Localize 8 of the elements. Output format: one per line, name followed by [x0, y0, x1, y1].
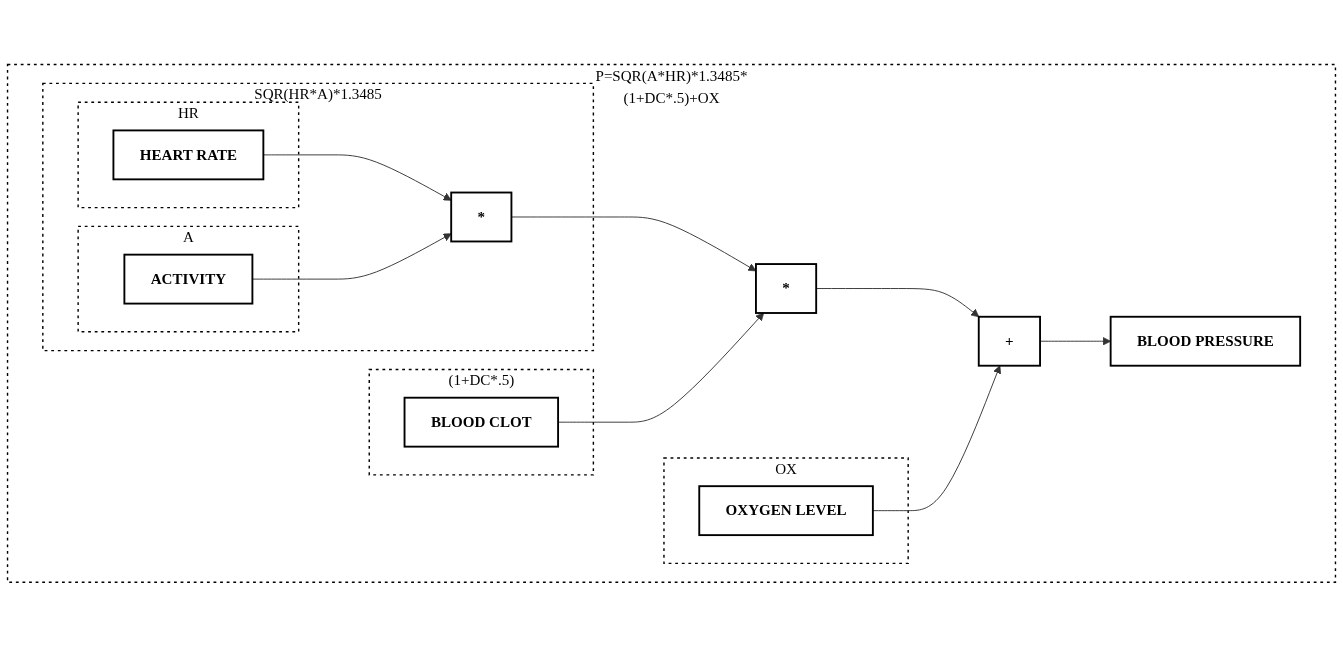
node-box: ACTIVITY [123, 253, 254, 305]
node-box: OXYGEN LEVEL [698, 485, 874, 537]
node-box: + [977, 315, 1041, 367]
node-box: * [450, 191, 513, 243]
node-box: * [755, 263, 818, 315]
node-box: HEART RATE [112, 129, 265, 181]
node-box: BLOOD PRESSURE [1109, 315, 1302, 367]
node-box: BLOOD CLOT [403, 396, 560, 448]
